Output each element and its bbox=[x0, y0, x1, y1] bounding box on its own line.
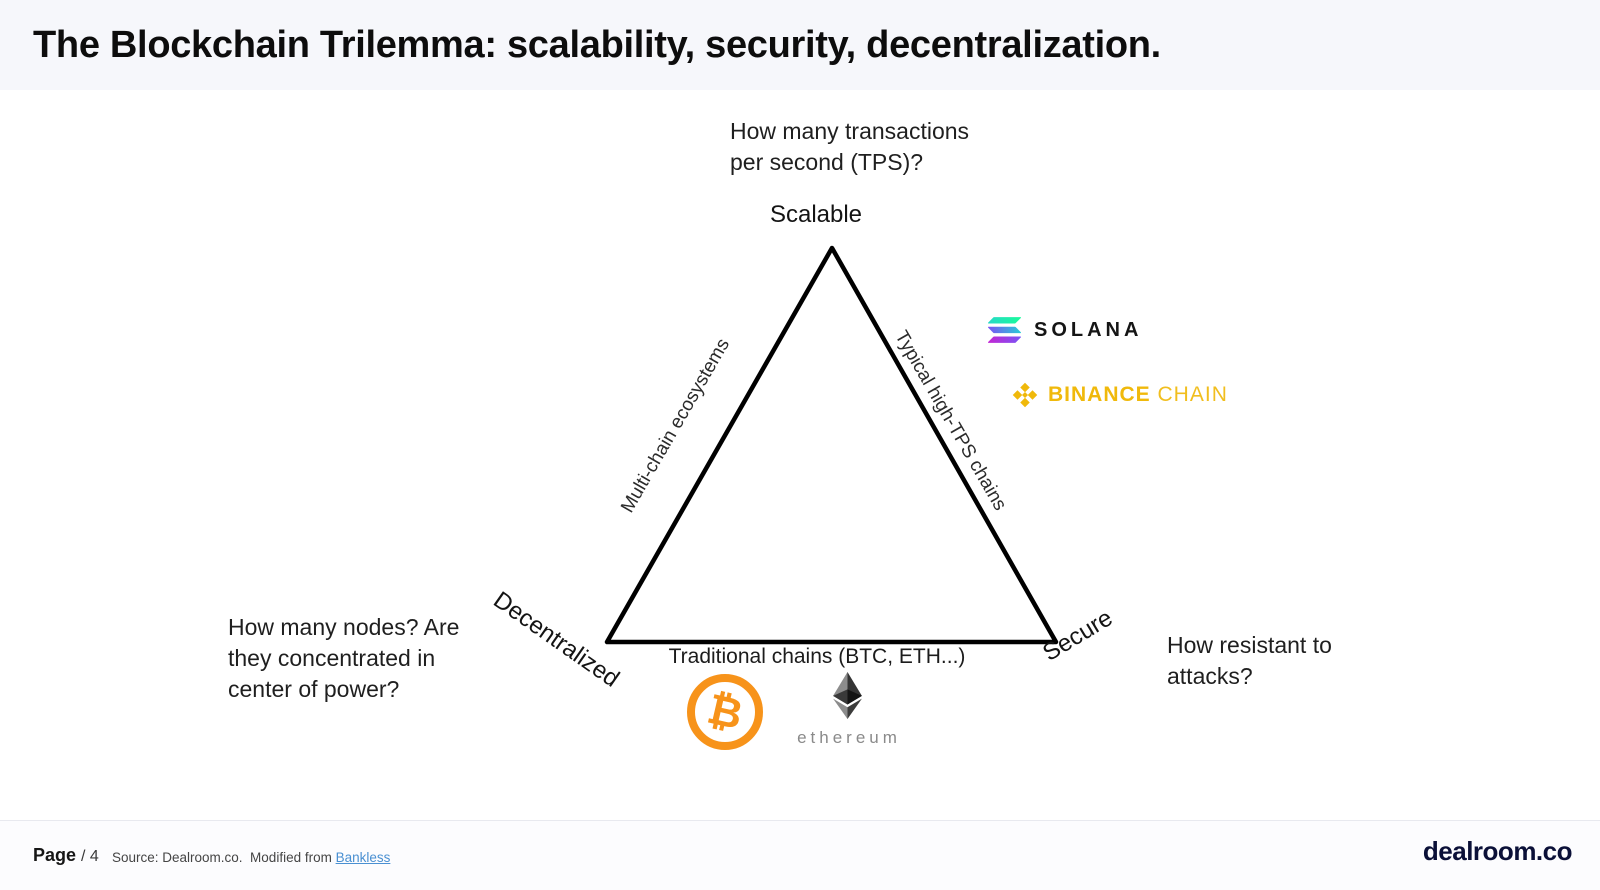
edge-label-multichain: Multi-chain ecosystems bbox=[617, 335, 735, 517]
page-indicator: Page/ 4 bbox=[33, 845, 99, 866]
page-label: Page bbox=[33, 845, 77, 865]
binance-word-secondary: CHAIN bbox=[1157, 383, 1228, 406]
bankless-link[interactable]: Bankless bbox=[335, 850, 391, 865]
slide-footer: Page/ 4 Source: Dealroom.co. Modified fr… bbox=[0, 820, 1600, 890]
vertex-label-secure: Secure bbox=[1038, 604, 1118, 667]
solana-wordmark: SOLANA bbox=[1034, 318, 1143, 341]
binance-word-primary: BINANCE bbox=[1048, 383, 1151, 406]
binance-icon bbox=[1012, 382, 1038, 408]
source-note: Source: Dealroom.co. Modified from Bankl… bbox=[112, 850, 390, 865]
annotation-decentralization: How many nodes? Are they concentrated in… bbox=[228, 614, 460, 702]
bitcoin-symbol: ₿ bbox=[702, 683, 748, 740]
page-number: / 4 bbox=[81, 848, 99, 865]
bitcoin-icon: ₿ bbox=[687, 674, 763, 750]
solana-logo: SOLANA bbox=[988, 317, 1142, 343]
ethereum-icon bbox=[833, 672, 862, 719]
annotation-security: How resistant to attacks? bbox=[1167, 632, 1332, 689]
annotation-scalability: How many transactions per second (TPS)? bbox=[730, 118, 970, 175]
edge-label-traditional-chains: Traditional chains (BTC, ETH...) bbox=[668, 645, 966, 668]
vertex-label-scalable: Scalable bbox=[769, 201, 863, 228]
binance-wordmark: BINANCE CHAIN bbox=[1048, 383, 1228, 407]
slide-header: The Blockchain Trilemma: scalability, se… bbox=[0, 0, 1600, 90]
source-text: Source: Dealroom.co. Modified from bbox=[112, 850, 336, 865]
dealroom-logo: dealroom.co bbox=[1422, 836, 1573, 866]
binance-chain-logo: BINANCE CHAIN bbox=[1010, 380, 1228, 410]
solana-icon bbox=[988, 317, 1021, 343]
vertex-label-decentralized: Decentralized bbox=[488, 586, 625, 693]
page-title: The Blockchain Trilemma: scalability, se… bbox=[33, 23, 1161, 66]
ethereum-wordmark: ethereum bbox=[797, 728, 901, 747]
edge-label-high-tps: Typical high-TPS chains bbox=[890, 327, 1011, 515]
